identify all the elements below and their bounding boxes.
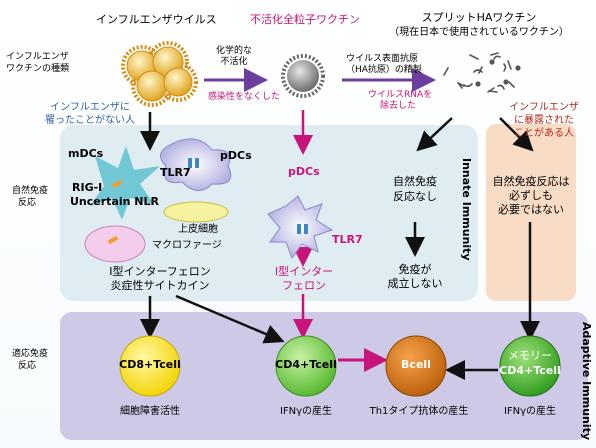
macrophage-receptor-icon [107,235,119,245]
exposed-population-label-2: に暴露された [514,115,574,126]
tlr7-receptor-icon [188,158,199,168]
rna-removed-label: ウイルスRNAを [368,90,433,100]
surface-antigen-label-2: （HA抗原）の精製 [346,65,422,75]
rig-receptor-icon [111,179,123,189]
vaccine-type-label-2: ワクチンの種類 [6,64,70,74]
macrophage-label: マクロファージ [152,240,222,251]
split-vaccine-header: スプリットHAワクチン [421,11,537,24]
tlr7-label-2: TLR7 [332,233,363,246]
lost-infectivity-label: 感染性をなくした [208,92,281,102]
innate-response-label-2: 反応 [18,198,37,208]
pdcs-label-2: pDCs [288,165,320,178]
tlr7-label: TLR7 [160,166,191,179]
mdc-cell-icon [90,146,160,220]
no-innate-label: 自然免疫 [393,175,437,188]
ifn-gamma-label-2: IFNγの産生 [503,406,557,417]
pdcs-label: pDCs [220,149,252,162]
innate-side-label: Innate Immunity [460,158,473,261]
type1-ifn-label-2: I型インター [274,265,334,278]
cytokine-label: 炎症性サイトカイン [110,279,210,292]
cd8-label: CD8+Tcell [119,358,181,371]
no-immunity-label-2: 成立しない [387,277,443,290]
adaptive-side-label: Adaptive Immunity [580,322,593,441]
innate-not-needed-label-3: 必要ではない [498,203,564,216]
no-immunity-label: 免疫が [398,263,432,276]
ifn-gamma-label: IFNγの産生 [279,406,333,417]
innate-not-needed-label: 自然免疫反応は [492,175,570,188]
inactivated-vaccine-header: 不活化全粒子ワクチン [250,13,360,26]
adaptive-response-label: 適応免疫 [12,349,49,359]
no-innate-label-2: 反応なし [393,190,437,203]
exposed-population-label-3: ことがある人 [514,128,574,139]
innate-not-needed-label-2: 必ずしも [509,189,553,202]
exposed-population-label: インフルエンザ [509,102,579,113]
split-fragments-icon [443,52,521,93]
cd4-tcell-icon [275,335,337,397]
nlr-label: Uncertain NLR [70,195,159,208]
influenza-virus-icon [121,41,198,107]
cd8-tcell-icon [119,335,181,397]
bcell-icon [385,335,447,397]
exposed-panel [486,124,576,301]
rig-label: RIG-I [72,181,103,194]
bcell-label: Bcell [401,358,431,371]
adaptive-response-label-2: 反応 [18,361,37,371]
chemical-label: 化学的な [215,46,252,56]
type1-ifn-label: I型インターフェロン [109,265,211,278]
naive-population-label-2: 罹ったことがない人 [45,115,135,126]
epithelial-cell-icon [163,201,229,223]
inactivated-particle-icon [281,54,325,98]
epithelial-label: 上皮細胞 [178,224,218,235]
type1-ifn-label-2b: フェロン [282,279,326,292]
memory-label-2: CD4+Tcell [499,364,561,377]
arrow-split-to-none [416,117,453,152]
cytotoxic-label: 細胞障害活性 [120,406,180,417]
mdcs-label: mDCs [68,147,104,160]
naive-population-label: インフルエンザに [50,102,130,113]
vaccine-type-label: インフルエンザ [6,52,69,62]
cd4-label: CD4+Tcell [275,358,337,371]
innate-panel [60,125,478,301]
surface-antigen-label: ウイルス表面抗原 [346,54,419,64]
tlr7-receptor-icon-2 [297,224,308,234]
chemical-label-2: 不活化 [220,57,248,67]
rna-removed-label-2: 除去した [380,101,417,111]
arrow-ifn-to-cd4 [175,294,285,344]
innate-response-label: 自然免疫 [12,186,49,196]
memory-label: メモリー [508,349,552,362]
th1-antibody-label: Th1タイプ抗体の産生 [369,406,469,417]
macrophage-icon [84,225,146,263]
arrow-split-to-exposed [499,117,534,152]
memory-cd4-tcell-icon [499,335,561,397]
virus-header: インフルエンザウイルス [96,13,217,26]
split-vaccine-subheader: （現在日本で使用されているワクチン） [389,27,569,38]
